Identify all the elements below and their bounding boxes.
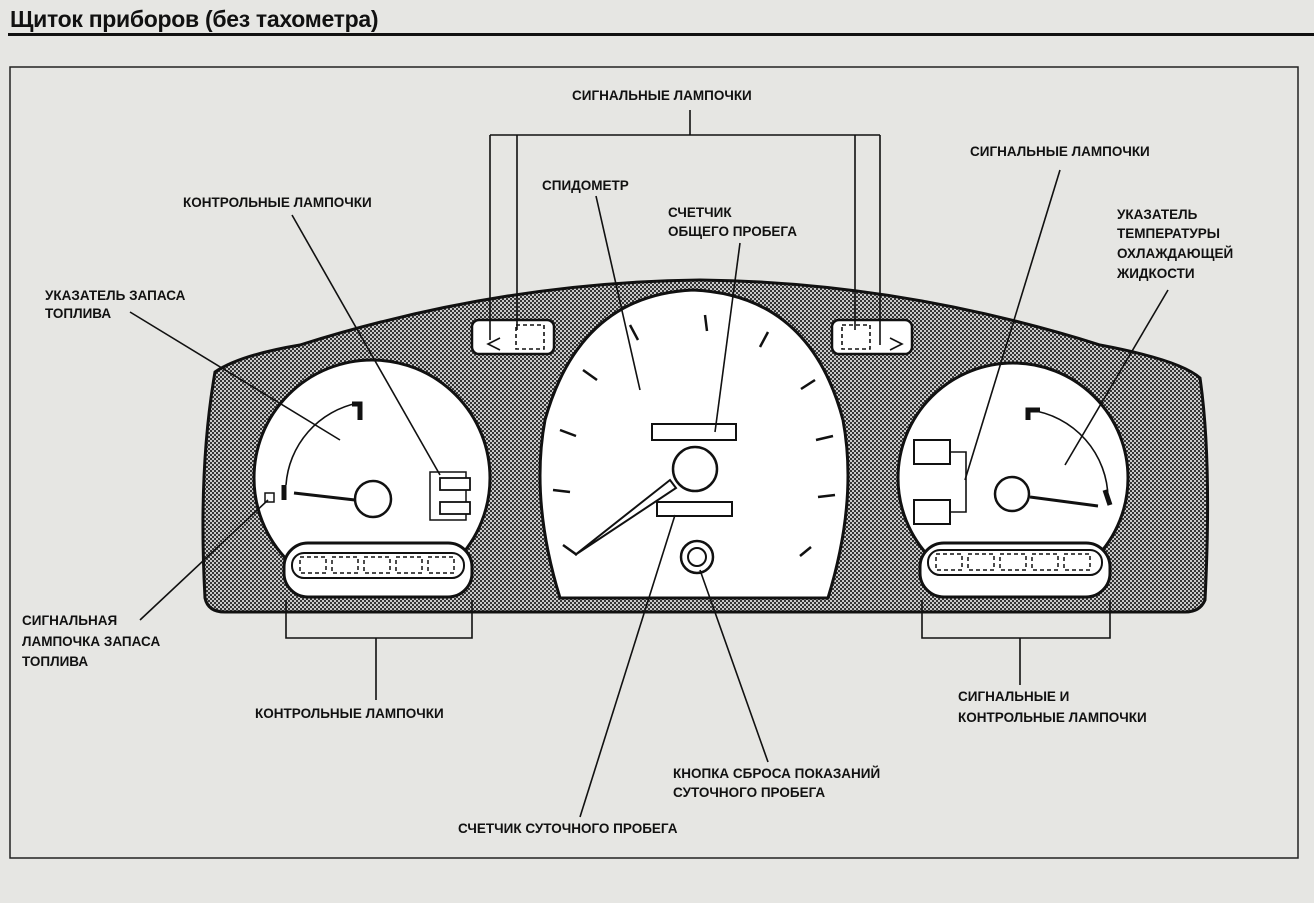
label-coolant-4: ЖИДКОСТИ [1116,266,1195,281]
label-fuel-warning-2: ЛАМПОЧКА ЗАПАСА [22,634,160,649]
signal-lamp-right [830,318,914,356]
label-trip-meter: СЧЕТЧИК СУТОЧНОГО ПРОБЕГА [458,821,678,836]
title-rule [8,33,1314,36]
fuel-warning-lamp [264,492,275,503]
label-signal-lamps-top: СИГНАЛЬНЫЕ ЛАМПОЧКИ [572,88,752,103]
label-odometer-1: СЧЕТЧИК [668,205,732,220]
label-control-lamps-top: КОНТРОЛЬНЫЕ ЛАМПОЧКИ [183,195,372,210]
label-signal-control-2: КОНТРОЛЬНЫЕ ЛАМПОЧКИ [958,710,1147,725]
page-title: Щиток приборов (без тахометра) [10,6,379,32]
coolant-temp-gauge [896,361,1130,599]
diagram-frame [9,66,1299,859]
label-trip-reset-1: КНОПКА СБРОСА ПОКАЗАНИЙ [673,766,880,781]
label-odometer-2: ОБЩЕГО ПРОБЕГА [668,224,797,239]
leader-lines [129,110,1169,818]
label-coolant-2: ТЕМПЕРАТУРЫ [1117,226,1220,241]
label-signal-lamps-right: СИГНАЛЬНЫЕ ЛАМПОЧКИ [970,144,1150,159]
label-speedometer: СПИДОМЕТР [542,178,629,193]
odometer-display [651,423,737,441]
trip-meter-display [656,501,733,517]
label-signal-control-1: СИГНАЛЬНЫЕ И [958,689,1069,704]
label-fuel-warning-3: ТОПЛИВА [22,654,88,669]
speedometer [538,288,850,600]
signal-lamp-left [470,318,556,356]
label-coolant-1: УКАЗАТЕЛЬ [1117,207,1198,222]
label-coolant-3: ОХЛАЖДАЮЩЕЙ [1117,246,1233,261]
fuel-gauge [252,358,492,599]
label-fuel-gauge-2: ТОПЛИВА [45,306,111,321]
label-fuel-gauge-1: УКАЗАТЕЛЬ ЗАПАСА [45,288,186,303]
label-control-lamps-bottom: КОНТРОЛЬНЫЕ ЛАМПОЧКИ [255,706,444,721]
label-trip-reset-2: СУТОЧНОГО ПРОБЕГА [673,785,825,800]
label-fuel-warning-1: СИГНАЛЬНАЯ [22,613,117,628]
